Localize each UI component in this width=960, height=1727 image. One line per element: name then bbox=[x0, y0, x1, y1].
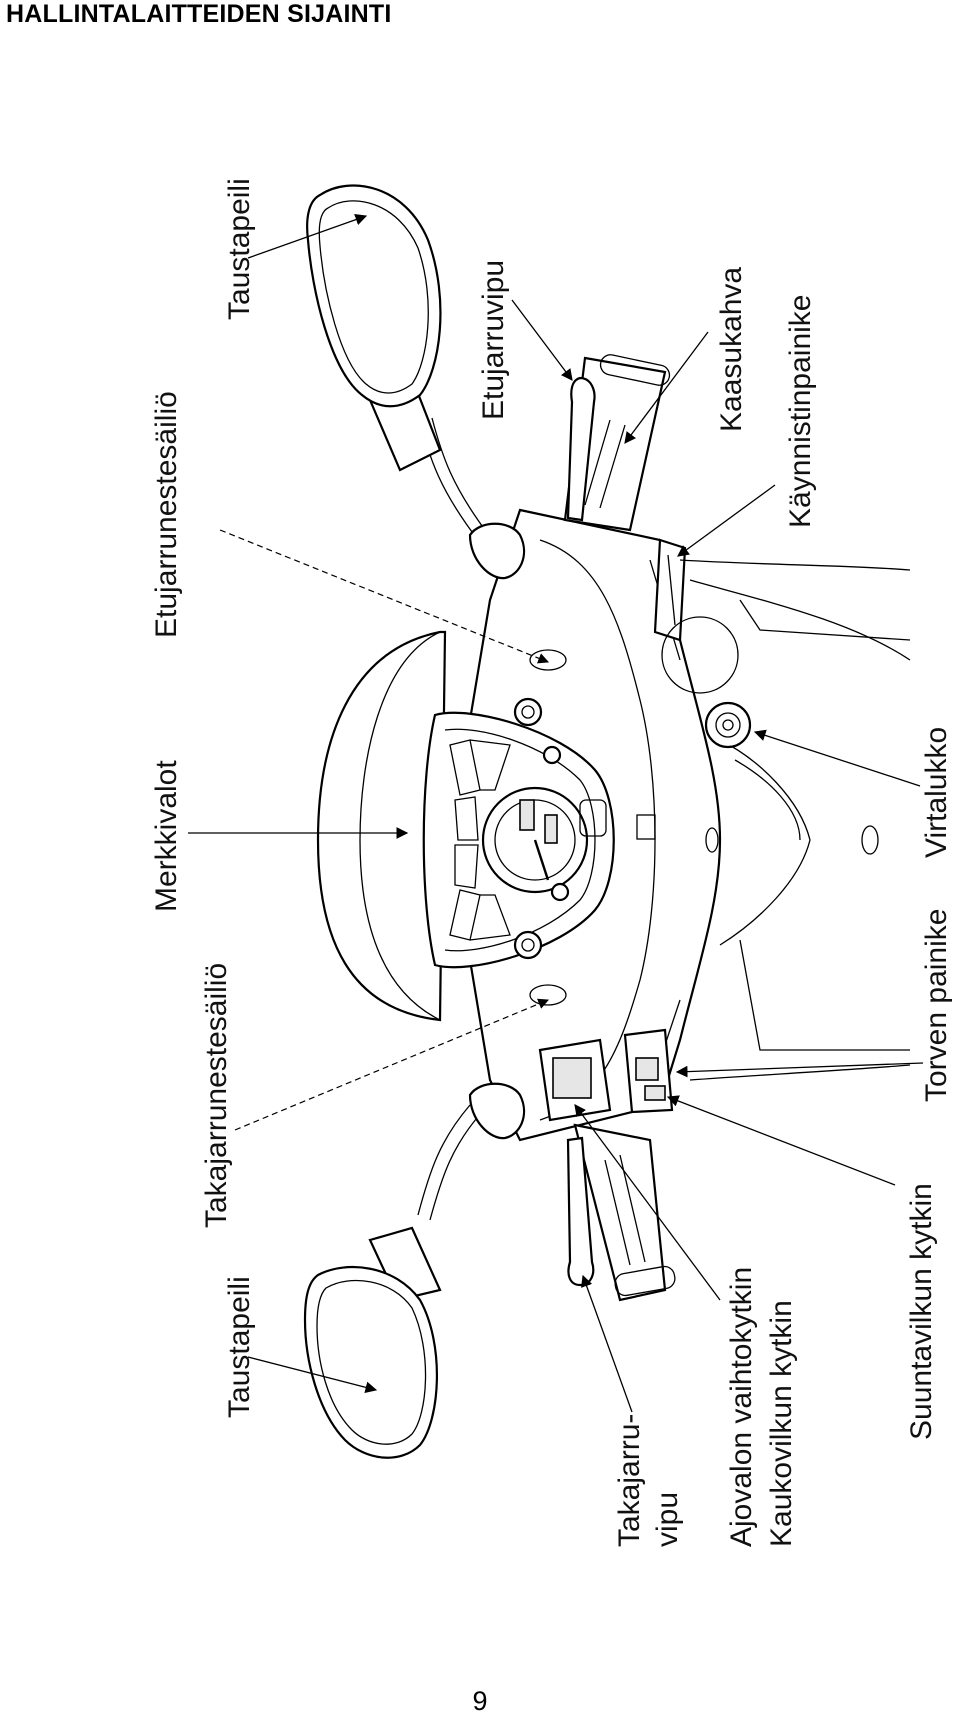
label-virtalukko: Virtalukko bbox=[920, 727, 953, 858]
label-etujarrunestesailio: Etujarrunestesäiliö bbox=[150, 391, 183, 638]
label-kaasukahva: Kaasukahva bbox=[715, 267, 748, 432]
indicator-lights-cluster bbox=[449, 739, 511, 941]
left-mirror bbox=[303, 1082, 526, 1459]
scooter-handlebar-illustration bbox=[303, 184, 911, 1459]
label-suuntavilkun-kytkin: Suuntavilkun kytkin bbox=[905, 1183, 938, 1440]
label-merkkivalot: Merkkivalot bbox=[150, 760, 183, 912]
starter-button bbox=[653, 538, 687, 642]
front-shield bbox=[316, 630, 447, 1022]
label-kaukovilkun-kytkin: Kaukovilkun kytkin bbox=[765, 1300, 798, 1547]
front-brake-lever bbox=[566, 376, 596, 522]
page-number: 9 bbox=[472, 1686, 488, 1716]
diagram-labels: Taustapeili Etujarruvipu Etujarrunestesä… bbox=[150, 178, 953, 1547]
label-taustapeili-right: Taustapeili bbox=[223, 178, 256, 320]
page-title: HALLINTALAITTEIDEN SIJAINTI bbox=[6, 0, 392, 28]
ignition-key-switch bbox=[704, 701, 752, 749]
label-ajovalon-vaihtokytkin: Ajovalon vaihtokytkin bbox=[725, 1267, 758, 1547]
rear-brake-lever bbox=[566, 1136, 595, 1287]
front-brake-reservoir bbox=[513, 697, 543, 727]
label-taustapeili-left: Taustapeili bbox=[223, 1276, 256, 1418]
label-takajarrunestesailio: Takajarrunestesäiliö bbox=[200, 963, 233, 1228]
left-grip bbox=[573, 1123, 667, 1302]
right-mirror bbox=[306, 184, 526, 580]
label-torven-painike: Torven painike bbox=[920, 909, 953, 1102]
label-etujarruvipu: Etujarruvipu bbox=[477, 260, 510, 420]
leader-lines bbox=[188, 214, 924, 1413]
label-kaynnistinpainike: Käynnistinpainike bbox=[784, 295, 817, 528]
label-takajarru-line1: Takajarru- bbox=[613, 1414, 646, 1547]
body-panels bbox=[661, 559, 911, 1081]
rear-brake-reservoir bbox=[513, 930, 543, 960]
label-takajarru-line2: vipu bbox=[651, 1492, 684, 1547]
